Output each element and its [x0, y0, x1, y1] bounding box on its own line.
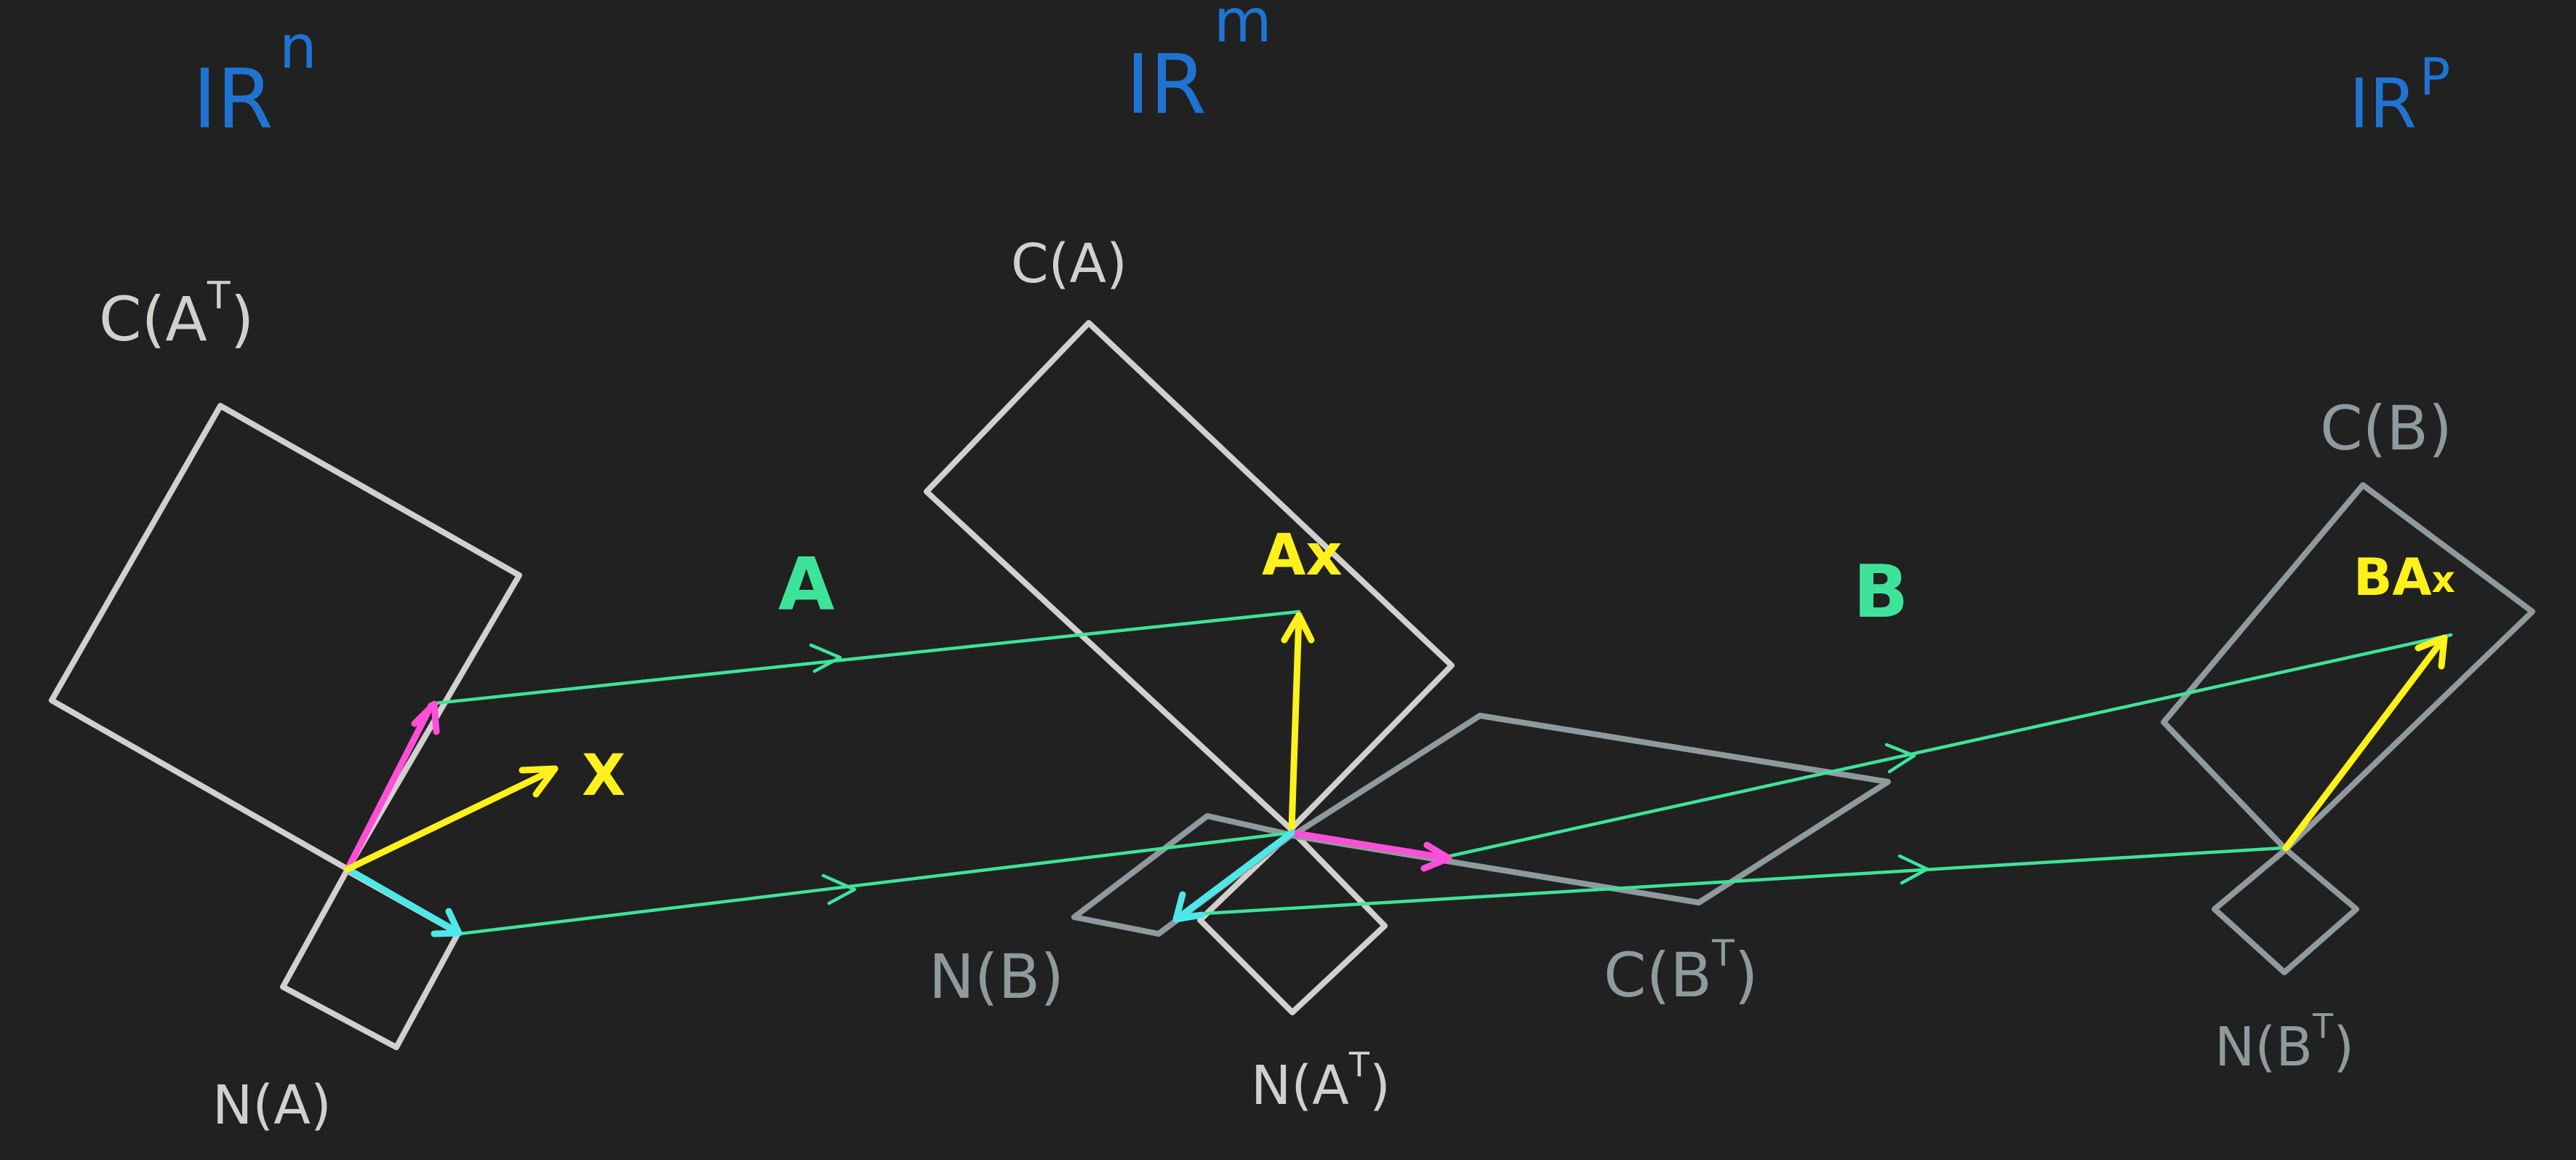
x-null-component-arrowhead	[431, 908, 463, 937]
label-null-space-b: N(B)	[929, 941, 1064, 1012]
label-row-space-a: C(AT)	[99, 274, 254, 355]
map-b-arrow-row-head	[1884, 743, 1916, 774]
row-space-b-region	[1289, 713, 1891, 905]
x-null-component-vector	[344, 865, 462, 936]
map-a-arrow-null-component	[457, 831, 1294, 936]
map-label-b: B	[1853, 549, 1908, 634]
vector-label-ax: Ax	[1262, 523, 1343, 588]
null-space-b-region	[1071, 813, 1295, 937]
map-b-arrow-row-component	[1438, 633, 2453, 860]
x-vector	[344, 766, 558, 873]
label-column-space-a: C(A)	[1011, 233, 1127, 295]
null-space-a-region	[280, 868, 461, 1050]
label-null-space-a: N(A)	[212, 1074, 332, 1137]
column-space-b-region	[2161, 482, 2535, 852]
x-row-component-arrowhead	[411, 700, 440, 735]
bax-vector-arrowhead	[2415, 634, 2448, 670]
left-null-space-b-region	[2212, 847, 2359, 975]
label-row-space-b: C(BT)	[1604, 932, 1758, 1011]
label-left-null-space-b: N(BT)	[2215, 1007, 2354, 1079]
left-null-space-a-region	[1197, 828, 1388, 1015]
map-b-arrow-null-head	[1897, 854, 1929, 885]
map-a-arrow-null-head	[821, 873, 857, 905]
vector-label-x: X	[582, 743, 625, 809]
map-label-a: A	[778, 542, 834, 627]
row-space-a-region	[49, 403, 522, 872]
ax-null-b-component-arrowhead	[1172, 891, 1205, 923]
label-left-null-space-a: N(AT)	[1251, 1045, 1391, 1117]
x-row-component-vector	[344, 702, 435, 873]
map-a-arrow-row-head	[809, 643, 842, 673]
space-label-rp: IRP	[2349, 47, 2450, 144]
label-column-space-b: C(B)	[2320, 393, 2452, 464]
ax-vector-arrowhead	[1281, 612, 1315, 644]
ax-row-b-component-vector	[1288, 829, 1451, 862]
ax-row-b-component-arrowhead	[1420, 841, 1452, 872]
vector-label-bax: BAx	[2353, 548, 2455, 607]
ax-null-b-component-vector	[1175, 829, 1295, 921]
column-space-a-region	[924, 320, 1455, 832]
map-a-arrow-row-component	[433, 609, 1301, 705]
space-label-rn: IRn	[193, 13, 317, 147]
map-b-arrow-null-component	[1180, 846, 2284, 917]
ax-vector	[1288, 612, 1303, 833]
space-label-rm: IRm	[1126, 0, 1272, 132]
bax-vector	[2282, 635, 2447, 852]
x-vector-arrowhead	[519, 765, 559, 798]
